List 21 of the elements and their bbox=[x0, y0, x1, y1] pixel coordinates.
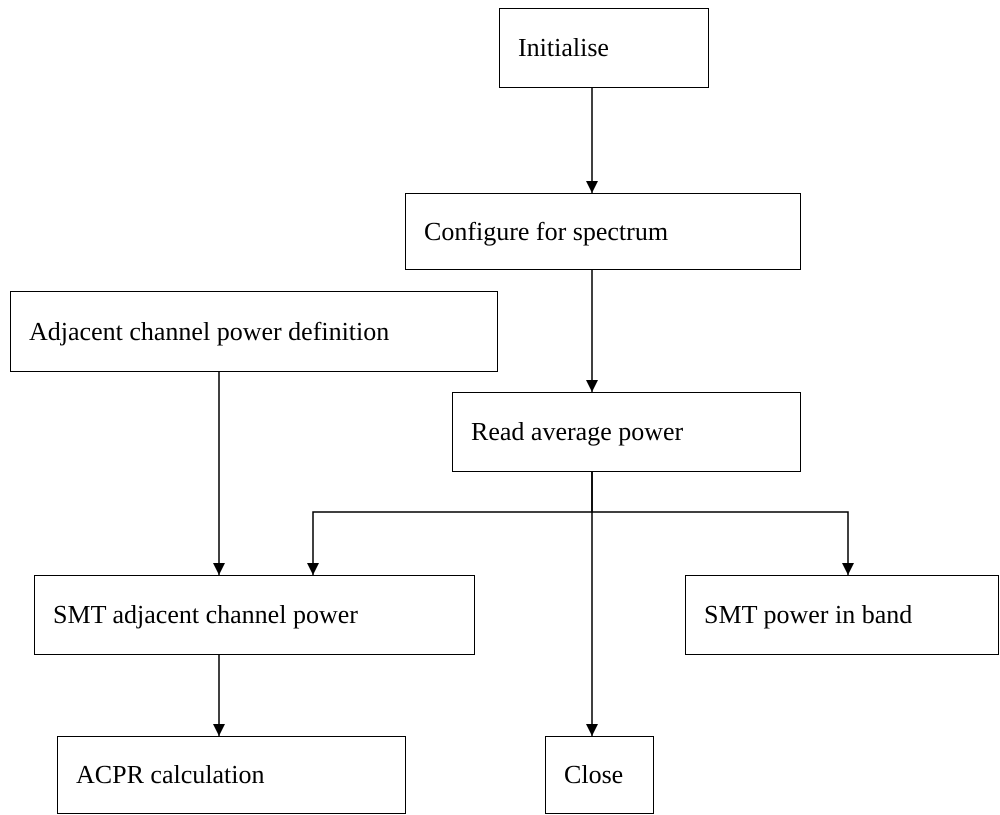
process-box bbox=[405, 193, 801, 270]
box-label: Close bbox=[564, 760, 624, 790]
process-box bbox=[57, 736, 406, 814]
box-label: ACPR calculation bbox=[76, 760, 264, 790]
process-box bbox=[545, 736, 654, 814]
process-box bbox=[34, 575, 475, 655]
arrow bbox=[586, 88, 598, 193]
process-box bbox=[10, 291, 498, 372]
arrow bbox=[213, 655, 225, 736]
box-label: Configure for spectrum bbox=[424, 216, 668, 246]
box-label: Initialise bbox=[518, 33, 609, 63]
process-box bbox=[452, 392, 801, 472]
arrow bbox=[586, 270, 598, 392]
box-label: Adjacent channel power definition bbox=[29, 316, 390, 346]
box-label: Read average power bbox=[471, 417, 684, 447]
process-box bbox=[685, 575, 999, 655]
process-box bbox=[499, 8, 709, 88]
box-label: SMT power in band bbox=[704, 600, 912, 630]
box-label: SMT adjacent channel power bbox=[53, 600, 358, 630]
arrow bbox=[213, 372, 225, 575]
arrow bbox=[591, 472, 854, 575]
